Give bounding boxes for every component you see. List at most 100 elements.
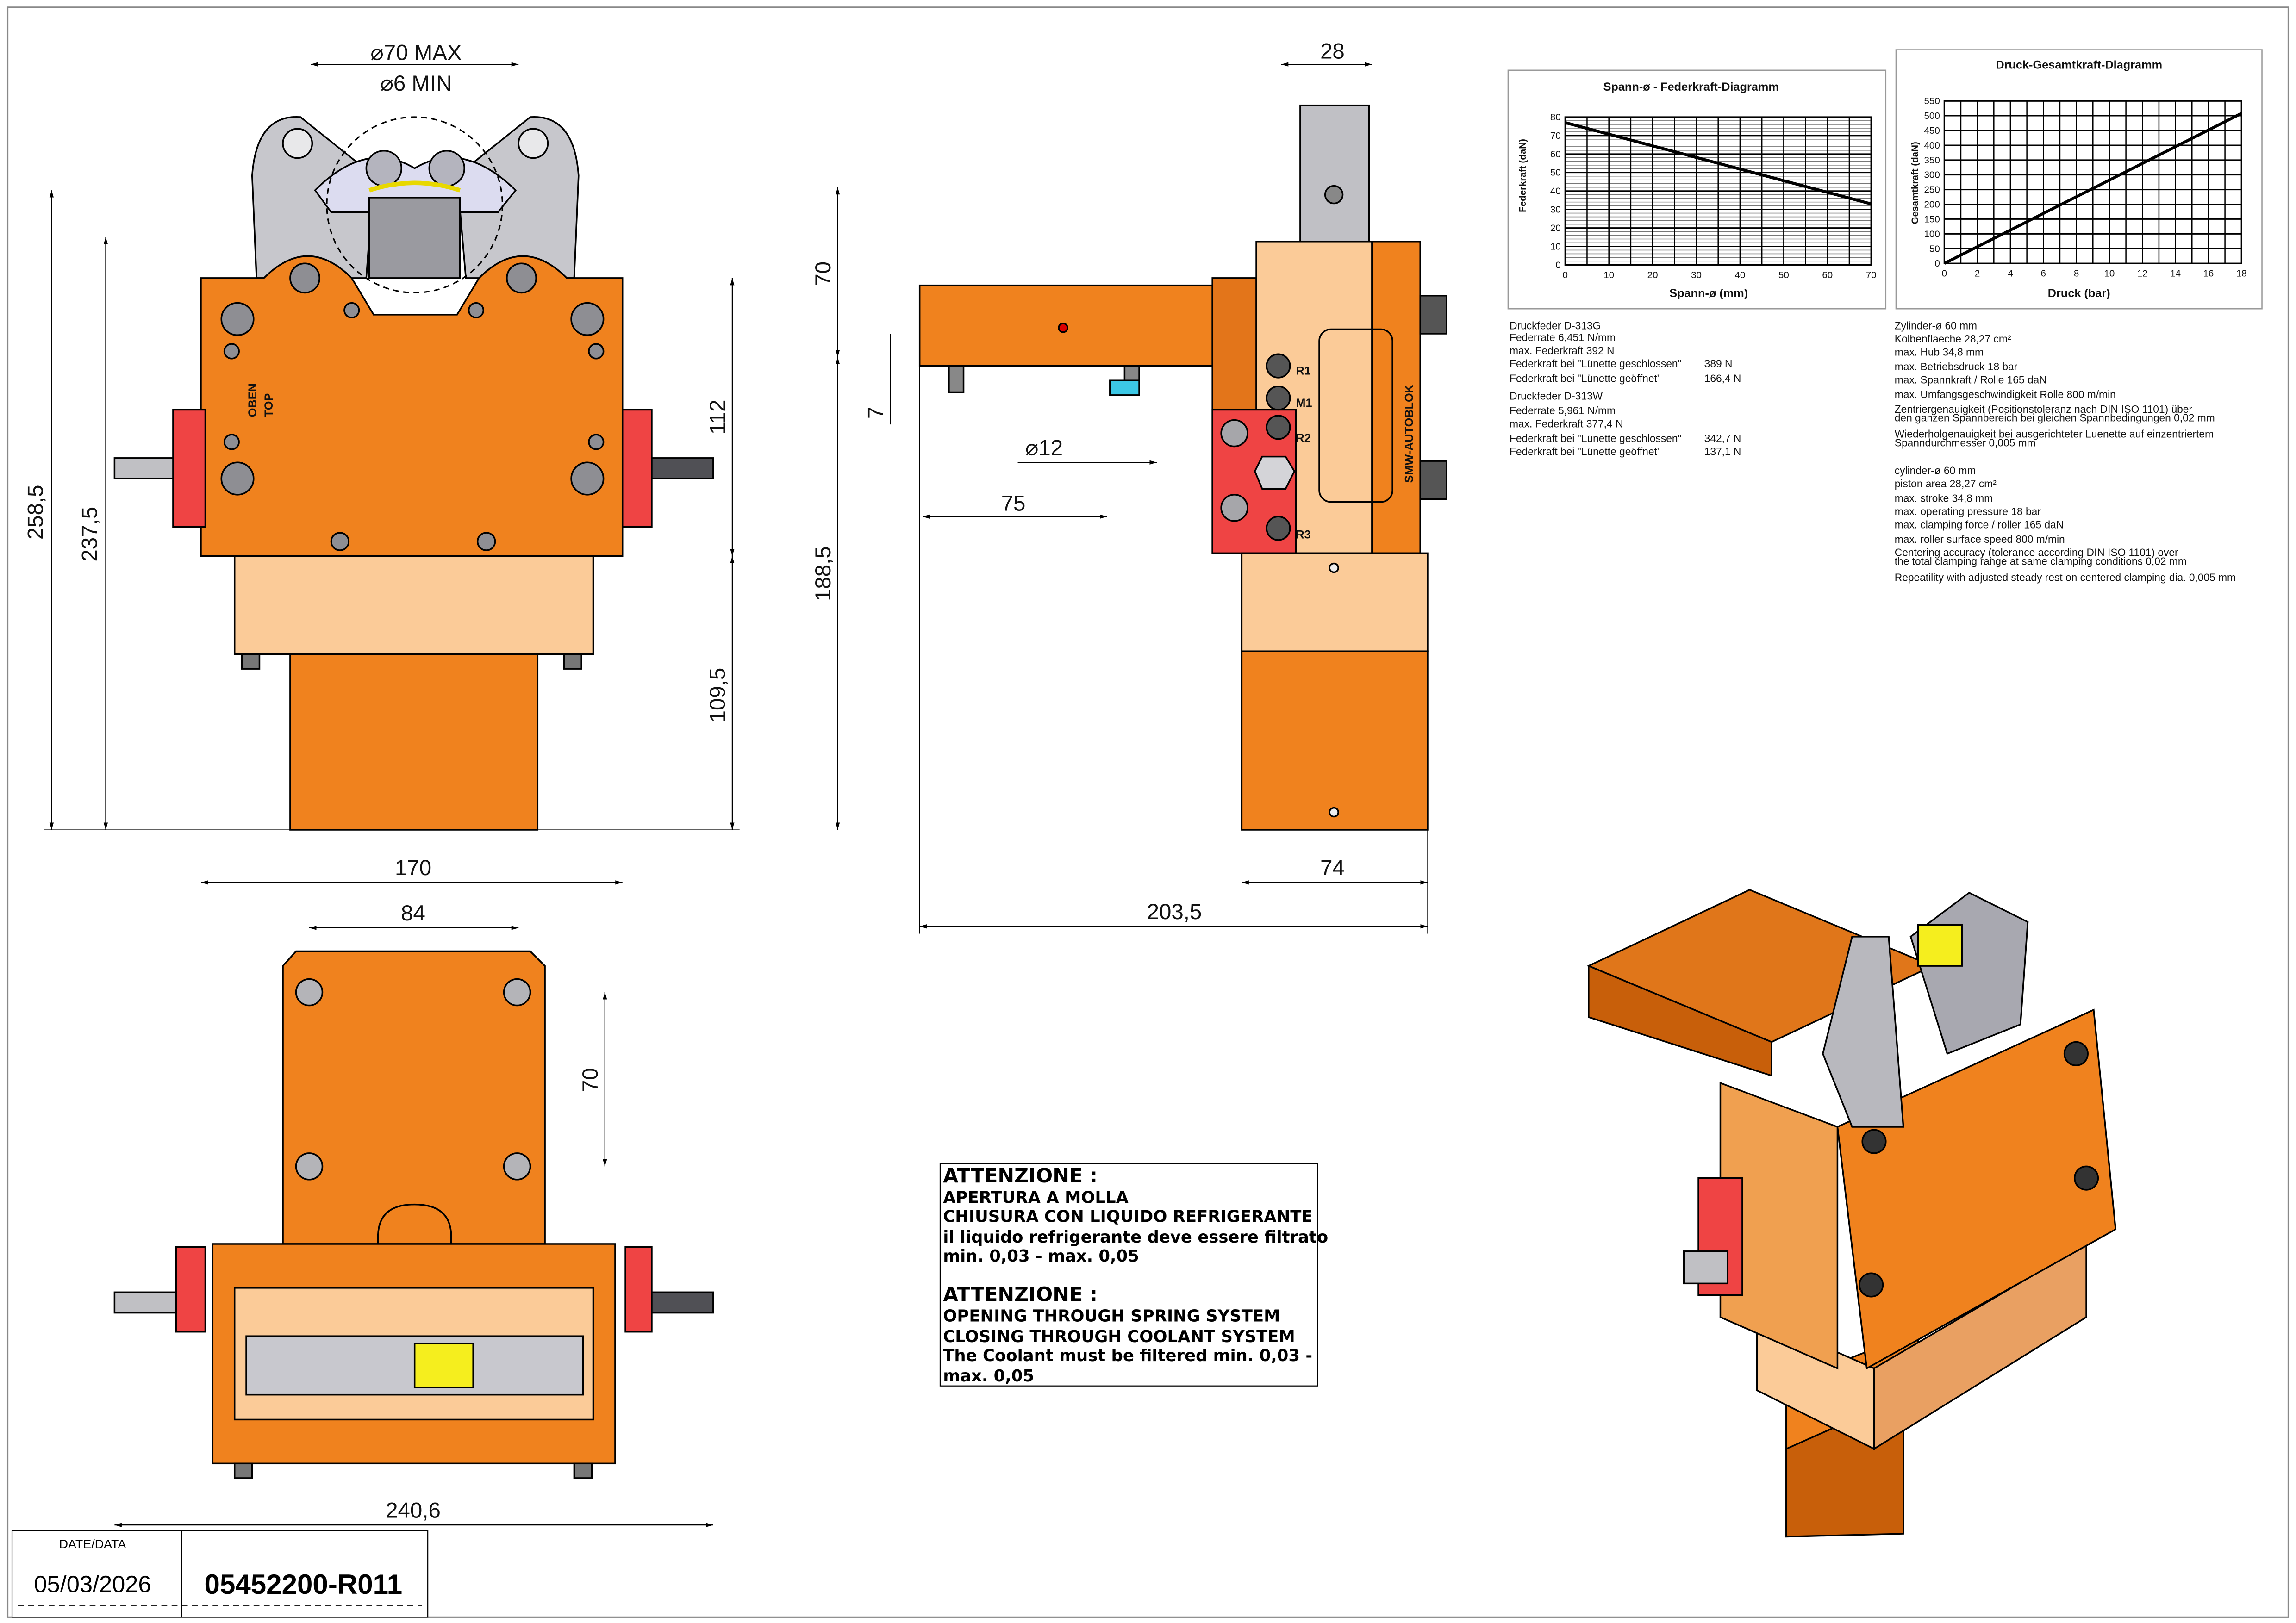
plot-area <box>1943 100 2242 264</box>
dim-188: 188,5 <box>811 546 836 601</box>
spec-line: Federrate 6,451 N/mm <box>1510 331 1616 343</box>
isometric-view <box>1586 889 2117 1538</box>
warning-note: ATTENZIONE : APERTURA A MOLLA CHIUSURA C… <box>939 1163 1328 1387</box>
spec-line: Wiederholgenauigkeit bei ausgerichteter … <box>1895 428 2214 440</box>
spec-line: Federkraft bei "Lünette geöffnet" <box>1510 372 1661 384</box>
chart-frame-pressure <box>1895 49 2263 310</box>
x-tick-label: 0 <box>1563 270 1568 280</box>
spec-line: max. Federkraft 377,4 N <box>1510 417 1623 429</box>
spec-line: max. clamping force / roller 165 daN <box>1895 519 2064 531</box>
x-tick-label: 10 <box>1603 270 1614 280</box>
front-cylinder-block <box>289 653 539 831</box>
spec-value: 166,4 N <box>1704 372 1741 384</box>
dim-203: 203,5 <box>1147 900 1202 924</box>
spec-line: cylinder-ø 60 mm <box>1895 465 1976 477</box>
y-tick-label: 400 <box>1924 140 1940 151</box>
warning-line: CHIUSURA CON LIQUIDO REFRIGERANTE <box>943 1207 1312 1226</box>
label-oben: OBEN <box>246 383 259 417</box>
spec-line: Federrate 5,961 N/mm <box>1510 404 1616 417</box>
yellow-roller <box>413 1343 474 1388</box>
roller-right <box>518 128 549 159</box>
spec-value: 342,7 N <box>1704 432 1741 444</box>
brand-engraving: SMW-AUTOBLOK <box>1403 384 1416 483</box>
port-m1: M1 <box>1296 397 1312 410</box>
dim-lower: 109,5 <box>705 668 730 723</box>
foot-bolt <box>241 653 261 670</box>
x-tick-label: 16 <box>2203 268 2214 279</box>
spec-line: max. Spannkraft / Rolle 165 daN <box>1895 374 2047 386</box>
plot-area <box>1564 116 1872 266</box>
dim-diameter-12: ⌀12 <box>1025 435 1063 460</box>
dim-body-height: 237,5 <box>77 507 102 562</box>
spec-line: Repeatility with adjusted steady rest on… <box>1895 571 2236 583</box>
x-tick-label: 20 <box>1647 270 1658 280</box>
spec-line: max. stroke 34,8 mm <box>1895 492 1993 504</box>
warning-line: APERTURA A MOLLA <box>943 1188 1129 1207</box>
spec-line: Federkraft bei "Lünette geschlossen" <box>1510 358 1682 370</box>
plunger <box>368 197 461 279</box>
front-base-plate <box>233 555 594 655</box>
dim-240: 240,6 <box>386 1498 441 1523</box>
x-tick-label: 8 <box>2074 268 2079 279</box>
dim-max-diameter: ⌀70 MAX <box>370 41 462 65</box>
front-body <box>200 255 624 557</box>
spec-line: Spanndurchmesser 0,005 mm <box>1895 437 2036 449</box>
spec-value: 137,1 N <box>1704 445 1741 457</box>
left-coolant-block <box>172 409 206 528</box>
y-tick-label: 0 <box>1934 258 1940 269</box>
y-axis-label: Federkraft (daN) <box>1517 139 1528 212</box>
spec-line: Federkraft bei "Lünette geöffnet" <box>1510 445 1661 457</box>
x-axis-label: Spann-ø (mm) <box>1669 287 1748 300</box>
warning-heading-it: ATTENZIONE : <box>943 1164 1098 1188</box>
warning-line: max. 0,05 <box>943 1367 1034 1386</box>
y-tick-label: 40 <box>1550 186 1561 197</box>
x-tick-label: 14 <box>2170 268 2181 279</box>
y-tick-label: 450 <box>1924 125 1940 136</box>
warning-heading-en: ATTENZIONE : <box>943 1283 1098 1306</box>
warning-line: il liquido refrigerante deve essere filt… <box>943 1228 1328 1247</box>
y-tick-label: 50 <box>1550 168 1561 178</box>
spec-line: max. Hub 34,8 mm <box>1895 346 1984 358</box>
dim-70: 70 <box>811 261 836 286</box>
nozzle <box>1109 379 1140 396</box>
x-tick-label: 40 <box>1734 270 1745 280</box>
y-tick-label: 80 <box>1550 112 1561 123</box>
x-tick-label: 18 <box>2236 268 2247 279</box>
spec-line: max. Federkraft 392 N <box>1510 344 1614 356</box>
x-tick-label: 50 <box>1778 270 1789 280</box>
y-tick-label: 0 <box>1555 260 1560 270</box>
warning-line: The Coolant must be filtered min. 0,03 - <box>943 1346 1312 1365</box>
x-tick-label: 4 <box>2008 268 2013 279</box>
y-tick-label: 500 <box>1924 111 1940 121</box>
date-value: 05/03/2026 <box>34 1571 151 1598</box>
dim-74: 74 <box>1320 856 1345 880</box>
sheet-border <box>6 6 2290 1618</box>
right-coolant-block <box>621 409 653 528</box>
right-arm <box>456 116 580 279</box>
y-tick-label: 10 <box>1550 241 1561 252</box>
chart-title: Spann-ø - Federkraft-Diagramm <box>1603 81 1779 93</box>
y-tick-label: 20 <box>1550 223 1561 233</box>
drawing-number: 05452200-R011 <box>205 1569 403 1600</box>
y-tick-label: 300 <box>1924 170 1940 180</box>
y-tick-label: 150 <box>1924 214 1940 224</box>
y-axis-label: Gesamtkraft (daN) <box>1909 142 1920 224</box>
spec-line: Centering accuracy (tolerance according … <box>1895 547 2178 559</box>
x-tick-label: 10 <box>2104 268 2115 279</box>
date-label: DATE/DATA <box>59 1537 126 1551</box>
spec-line: Kolbenflaeche 28,27 cm² <box>1895 333 2011 345</box>
dim-upper: 112 <box>705 399 730 435</box>
series-line-gesamtkraft <box>1943 112 2242 265</box>
warning-line: OPENING THROUGH SPRING SYSTEM <box>943 1307 1280 1326</box>
spec-line: Druckfeder D-313G <box>1510 320 1601 332</box>
warning-line: CLOSING THROUGH COOLANT SYSTEM <box>943 1327 1295 1346</box>
spec-line: Zentriergenauigkeit (Positionstoleranz n… <box>1895 403 2193 415</box>
y-tick-label: 50 <box>1929 243 1940 254</box>
dim-total-height: 258,5 <box>23 485 48 540</box>
front-view: OBEN TOP ⌀70 MAX ⌀6 MIN 258,5 237,5 112 … <box>23 41 740 885</box>
foot-bolt <box>563 653 582 670</box>
dim-width: 170 <box>395 856 431 880</box>
spec-line: the total clamping range at same clampin… <box>1895 555 2187 567</box>
